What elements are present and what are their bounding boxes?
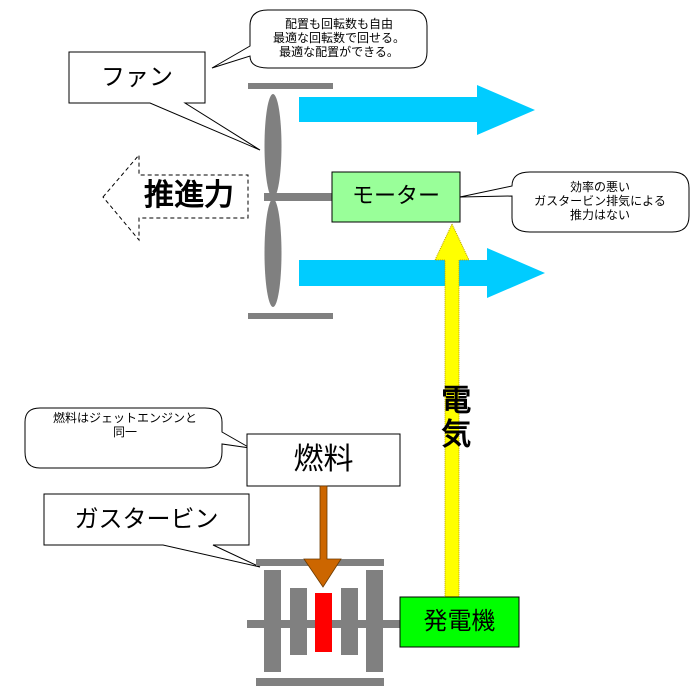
generator-box [399, 596, 520, 648]
fuel-note-text: 燃料はジェットエンジンと 同一 [52, 411, 197, 439]
fan-label: ファン [101, 62, 173, 91]
electricity-label: 電気 [435, 384, 471, 452]
fuel-note-bubble [24, 407, 251, 469]
fuel-label: 燃料 [293, 441, 354, 477]
fan-duct-bottom [248, 313, 333, 319]
combustor-icon [315, 593, 332, 652]
fan-icon [264, 94, 282, 307]
electricity-arrow-icon [434, 222, 470, 598]
airflow-arrow-lower [299, 248, 545, 298]
gas-turbine-label: ガスタービン [74, 504, 219, 533]
thrust-arrow-icon [102, 153, 249, 242]
generator-label: 発電機 [423, 607, 496, 636]
fan-callout-box [68, 51, 261, 151]
fan-note-bubble [211, 9, 428, 69]
fan-note-text: 配置も回転数も自由 最適な回転数で回せる。 最適な配置ができる。 [272, 17, 405, 59]
motor-note-text: 効率の悪い ガスタービン排気による 推力はない [534, 180, 666, 222]
motor-label: モーター [351, 184, 440, 210]
gas-turbine-callout-box [43, 493, 261, 568]
airflow-arrow-upper [299, 85, 535, 135]
fan-shaft [264, 193, 334, 201]
fuel-arrow-icon [303, 485, 342, 588]
motor-note-bubble [459, 171, 690, 233]
fan-duct-top [248, 83, 333, 89]
thrust-label: 推進力 [144, 178, 234, 214]
